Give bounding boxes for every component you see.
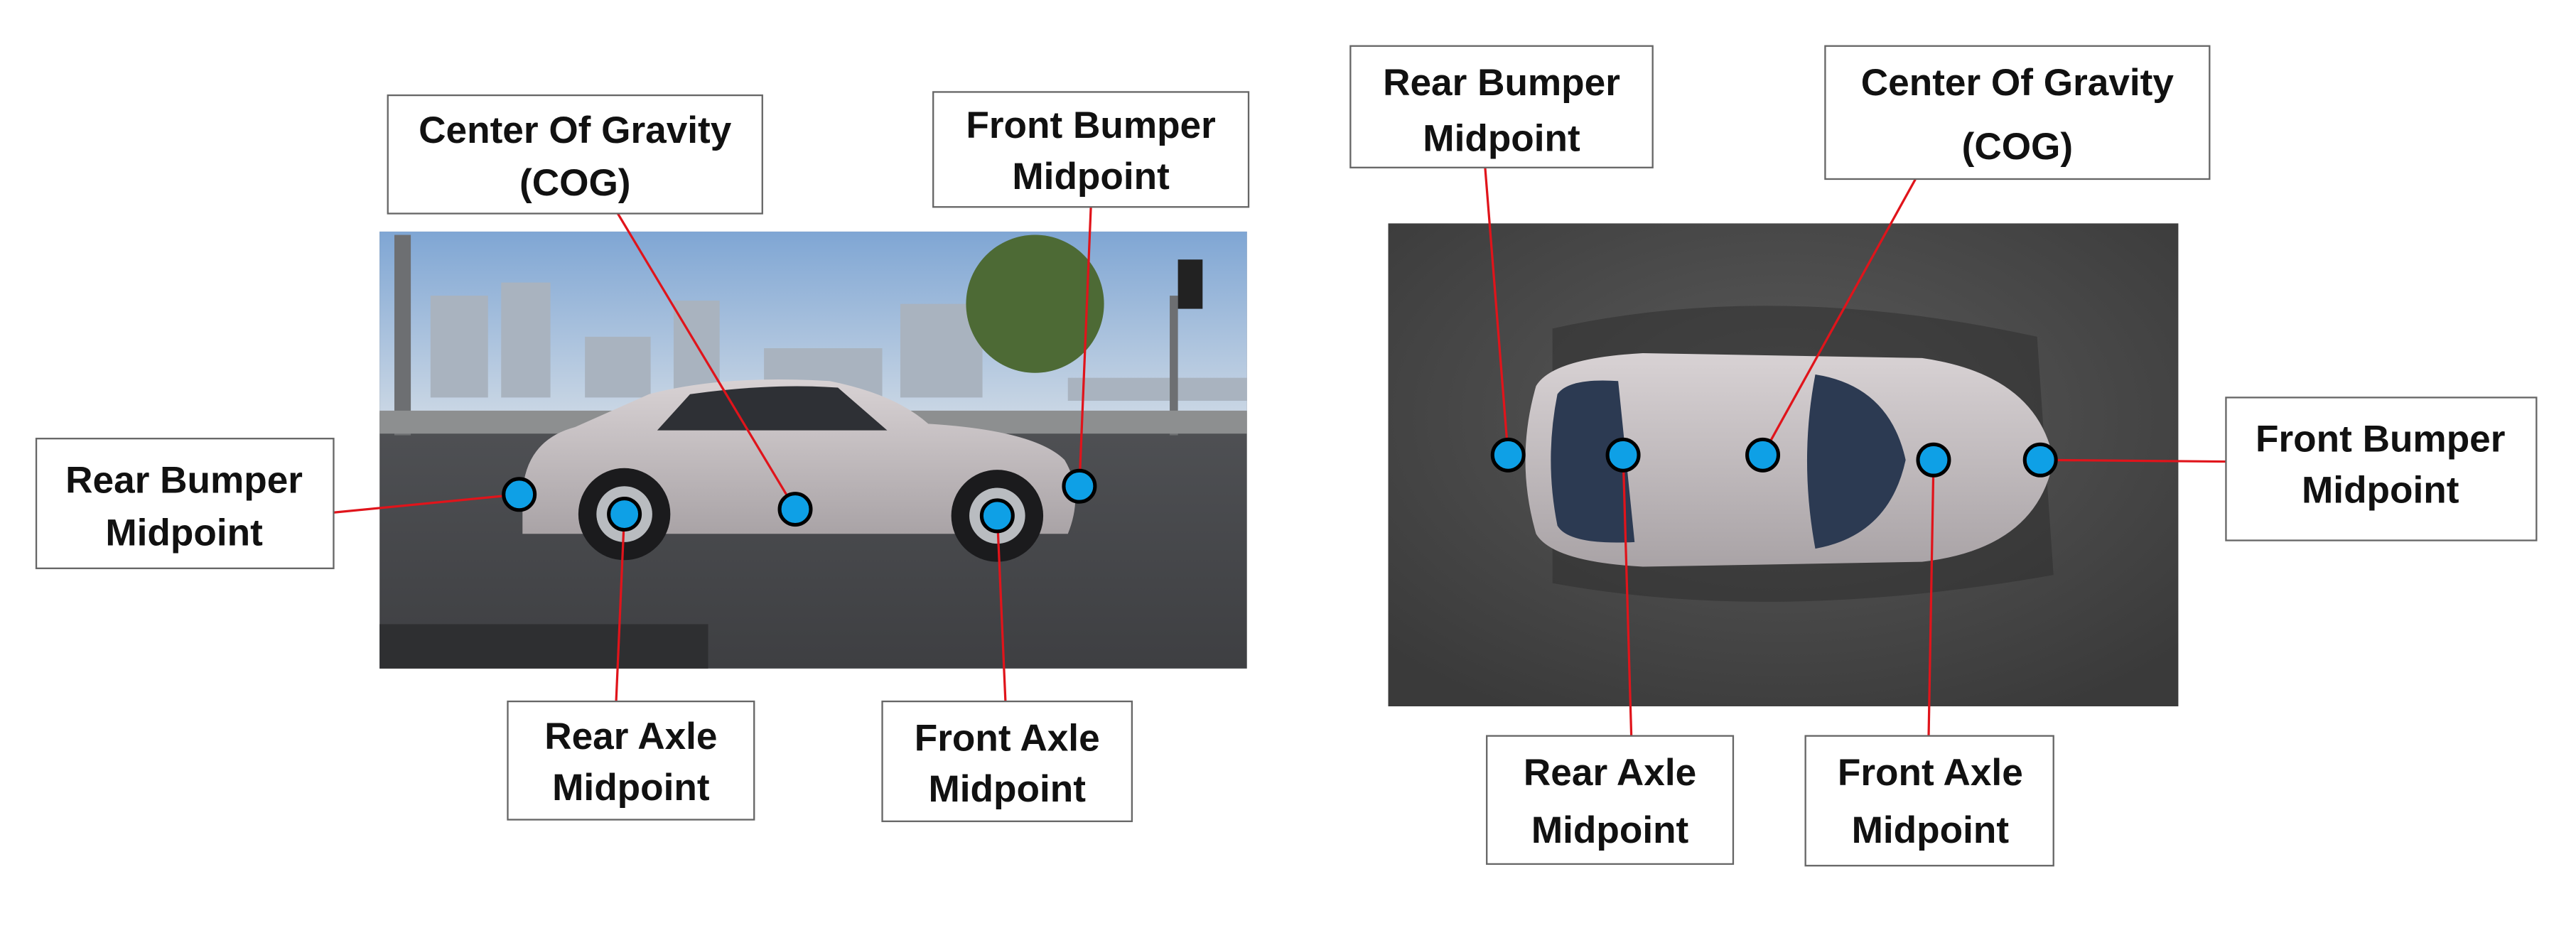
label-line: Midpoint <box>1852 809 2010 851</box>
side-front-axle-marker <box>979 498 1015 534</box>
label-line: Midpoint <box>929 768 1087 810</box>
label-line: Midpoint <box>1531 809 1689 851</box>
side-view-photo <box>379 231 1247 669</box>
top-rear-axle-marker <box>1605 437 1641 473</box>
top-label-rear-bumper: Rear Bumper Midpoint <box>1349 45 1654 168</box>
side-label-front-bumper: Front Bumper Midpoint <box>932 91 1250 208</box>
top-label-rear-axle: Rear Axle Midpoint <box>1486 735 1735 865</box>
side-label-rear-axle: Rear Axle Midpoint <box>507 700 755 821</box>
side-label-rear-bumper: Rear Bumper Midpoint <box>35 438 335 569</box>
label-line: Rear Axle <box>544 716 717 757</box>
label-line: Center Of Gravity <box>419 109 732 151</box>
leader-lines <box>333 167 2226 736</box>
label-line: Front Bumper <box>966 104 1215 146</box>
label-line: Midpoint <box>552 767 710 809</box>
top-front-axle-marker <box>1916 442 1951 478</box>
car-top <box>1525 352 2054 567</box>
label-line: Front Axle <box>1838 752 2023 794</box>
top-label-cog: Center Of Gravity (COG) <box>1824 45 2211 180</box>
label-line: Midpoint <box>2302 469 2459 511</box>
side-label-front-axle: Front Axle Midpoint <box>881 700 1133 822</box>
side-rear-axle-marker <box>607 497 642 532</box>
side-cog-marker <box>777 492 813 527</box>
label-line: Rear Axle <box>1524 752 1696 794</box>
top-rear-bumper-marker <box>1490 437 1526 473</box>
top-label-front-axle: Front Axle Midpoint <box>1804 735 2054 867</box>
top-cog-marker <box>1745 437 1781 473</box>
label-line: Midpoint <box>105 512 263 554</box>
label-line: Front Bumper <box>2256 419 2505 460</box>
label-line: Center Of Gravity <box>1861 62 2174 104</box>
side-rear-bumper-marker <box>502 477 537 512</box>
top-label-front-bumper: Front Bumper Midpoint <box>2225 397 2538 541</box>
label-line: (COG) <box>519 162 630 204</box>
label-line: Front Axle <box>915 717 1100 759</box>
label-line: Rear Bumper <box>65 459 303 501</box>
label-line: (COG) <box>1962 126 2073 168</box>
top-front-bumper-marker <box>2022 442 2058 478</box>
side-label-cog: Center Of Gravity (COG) <box>387 94 763 215</box>
label-line: Rear Bumper <box>1383 62 1620 104</box>
side-front-bumper-marker <box>1062 468 1097 504</box>
label-line: Midpoint <box>1012 156 1170 198</box>
label-line: Midpoint <box>1423 118 1580 160</box>
